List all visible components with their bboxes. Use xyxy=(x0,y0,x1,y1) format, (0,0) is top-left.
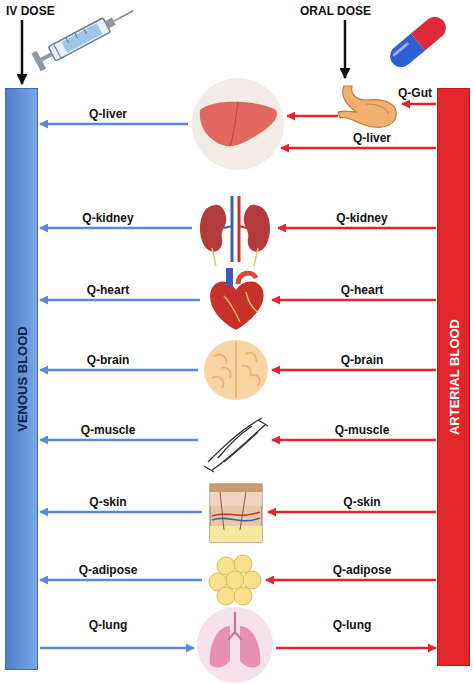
flow-label: Q-muscle xyxy=(81,423,136,437)
flow-label: Q-liver xyxy=(353,131,391,145)
bar-label: VENOUS BLOOD xyxy=(14,326,29,431)
blood-bar: VENOUS BLOOD xyxy=(5,88,38,670)
flow-label: Q-kidney xyxy=(336,211,387,225)
flow-label: Q-heart xyxy=(87,283,130,297)
bar-label: ARTERIAL BLOOD xyxy=(446,319,461,435)
flow-label: Q-Gut xyxy=(398,86,432,100)
lung-icon xyxy=(197,607,273,683)
dose-arrow xyxy=(344,20,347,78)
flow-label: Q-brain xyxy=(87,353,130,367)
blood-bar: ARTERIAL BLOOD xyxy=(437,88,470,666)
flow-label: Q-skin xyxy=(343,495,380,509)
flow-label: Q-adipose xyxy=(333,563,392,577)
stomach-icon xyxy=(338,86,396,127)
flow-label: Q-heart xyxy=(341,283,384,297)
skin-icon xyxy=(210,484,262,542)
flow-label: Q-lung xyxy=(89,618,128,632)
flow-label: Q-kidney xyxy=(82,211,133,225)
dose-label: IV DOSE xyxy=(6,4,55,18)
flow-label: Q-lung xyxy=(333,618,372,632)
adipose-icon xyxy=(209,555,261,605)
flow-label: Q-brain xyxy=(341,353,384,367)
dose-label: ORAL DOSE xyxy=(300,4,371,18)
flow-arrow xyxy=(266,104,436,648)
flow-arrow xyxy=(40,124,202,648)
flow-label: Q-adipose xyxy=(79,563,138,577)
flow-label: Q-muscle xyxy=(335,423,390,437)
kidney-icon xyxy=(200,196,270,266)
flow-label: Q-liver xyxy=(89,107,127,121)
brain-icon xyxy=(204,340,268,400)
liver-icon xyxy=(192,78,284,170)
pill-icon xyxy=(386,12,451,71)
flow-label: Q-skin xyxy=(89,495,126,509)
muscle-icon xyxy=(204,418,268,472)
dose-arrow xyxy=(21,20,24,84)
heart-icon xyxy=(210,268,263,330)
